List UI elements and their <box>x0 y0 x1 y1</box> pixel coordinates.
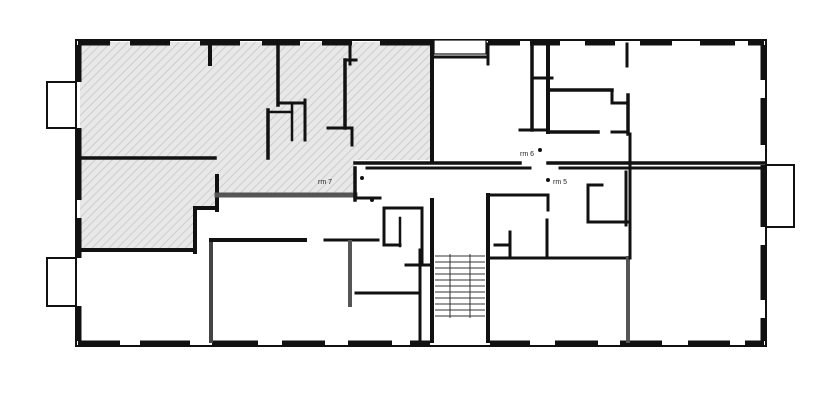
room-label-rm-5: rm 5 <box>553 179 567 186</box>
label-markers <box>360 148 550 202</box>
left-bay-top <box>46 81 77 129</box>
exterior-wall-segments <box>76 40 766 346</box>
room-label-rm-6: rm 6 <box>520 151 534 158</box>
top-entry <box>433 39 487 55</box>
right-bay <box>765 164 795 228</box>
left-bay-bottom <box>46 257 77 307</box>
shaded-area-upper <box>80 42 432 160</box>
stairway <box>435 254 485 318</box>
side-projections <box>46 39 795 307</box>
interior-walls <box>78 40 766 343</box>
shaded-area-lower <box>80 160 355 250</box>
room-label-rm-7: rm 7 <box>318 179 332 186</box>
shaded-wing <box>80 42 432 250</box>
